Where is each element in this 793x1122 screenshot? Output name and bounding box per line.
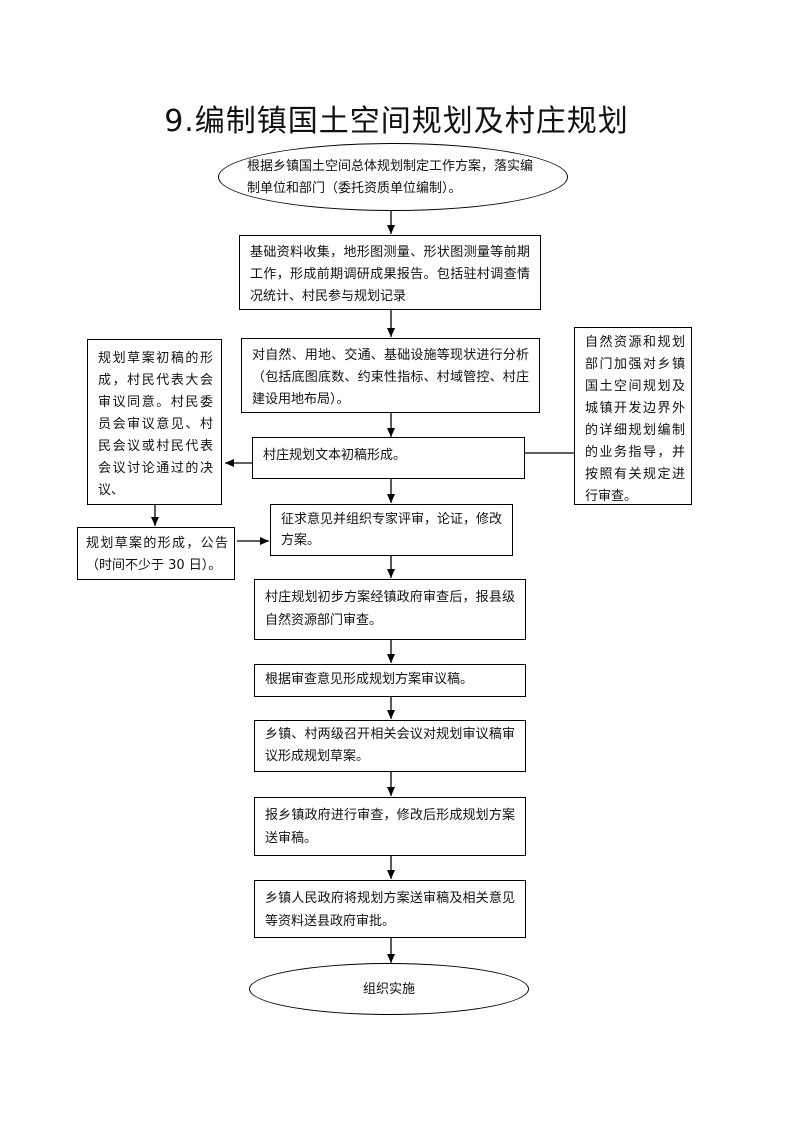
start-text: 根据乡镇国土空间总体规划制定工作方案，落实编制单位和部门（委托资质单位编制）。 <box>247 159 534 196</box>
step-6-box: 根据审查意见形成规划方案审议稿。 <box>254 664 526 697</box>
side-right-box: 自然资源和规划部门加强对乡镇国土空间规划及城镇开发边界外的详细规划编制的业务指导… <box>574 327 692 505</box>
step-3-text: 村庄规划文本初稿形成。 <box>263 448 407 463</box>
step-5-text: 村庄规划初步方案经镇政府审查后，报县级自然资源部门审查。 <box>265 590 515 628</box>
side-right-text: 自然资源和规划部门加强对乡镇国土空间规划及城镇开发边界外的详细规划编制的业务指导… <box>585 335 685 504</box>
side-left-top-text: 规划草案初稿的形成，村民代表大会审议同意。村民委员会审议意见、村民会议或村民代表… <box>98 351 213 498</box>
step-9-box: 乡镇人民政府将规划方案送审稿及相关意见等资料送县政府审批。 <box>254 880 526 938</box>
step-2-box: 对自然、用地、交通、基础设施等现状进行分析（包括底图底数、约束性指标、村域管控、… <box>241 338 540 413</box>
step-8-box: 报乡镇政府进行审查，修改后形成规划方案送审稿。 <box>254 797 526 856</box>
step-6-text: 根据审查意见形成规划方案审议稿。 <box>265 672 474 687</box>
page-title: 9.编制镇国土空间规划及村庄规划 <box>164 104 629 139</box>
step-8-text: 报乡镇政府进行审查，修改后形成规划方案送审稿。 <box>265 808 515 846</box>
step-7-box: 乡镇、村两级召开相关会议对规划审议稿审议形成规划草案。 <box>254 720 526 772</box>
side-left-bottom-text: 规划草案的形成，公告（时间不少于 30 日）。 <box>86 536 228 573</box>
end-oval: 组织实施 <box>249 963 529 1015</box>
step-4-text: 征求意见并组织专家评审，论证，修改方案。 <box>281 512 503 548</box>
side-left-bottom-box: 规划草案的形成，公告（时间不少于 30 日）。 <box>77 527 235 580</box>
step-7-text: 乡镇、村两级召开相关会议对规划审议稿审议形成规划草案。 <box>265 727 515 764</box>
end-text: 组织实施 <box>362 981 415 997</box>
step-1-text: 基础资料收集，地形图测量、形状图测量等前期工作，形成前期调研成果报告。包括驻村调… <box>250 245 530 304</box>
step-1-box: 基础资料收集，地形图测量、形状图测量等前期工作，形成前期调研成果报告。包括驻村调… <box>239 235 541 310</box>
step-3-box: 村庄规划文本初稿形成。 <box>252 437 525 479</box>
step-5-box: 村庄规划初步方案经镇政府审查后，报县级自然资源部门审查。 <box>254 579 526 640</box>
step-9-text: 乡镇人民政府将规划方案送审稿及相关意见等资料送县政府审批。 <box>265 891 515 929</box>
step-4-box: 征求意见并组织专家评审，论证，修改方案。 <box>270 504 513 556</box>
step-2-text: 对自然、用地、交通、基础设施等现状进行分析（包括底图底数、约束性指标、村域管控、… <box>252 348 529 407</box>
side-left-top-box: 规划草案初稿的形成，村民代表大会审议同意。村民委员会审议意见、村民会议或村民代表… <box>87 339 222 505</box>
start-oval: 根据乡镇国土空间总体规划制定工作方案，落实编制单位和部门（委托资质单位编制）。 <box>218 143 568 211</box>
